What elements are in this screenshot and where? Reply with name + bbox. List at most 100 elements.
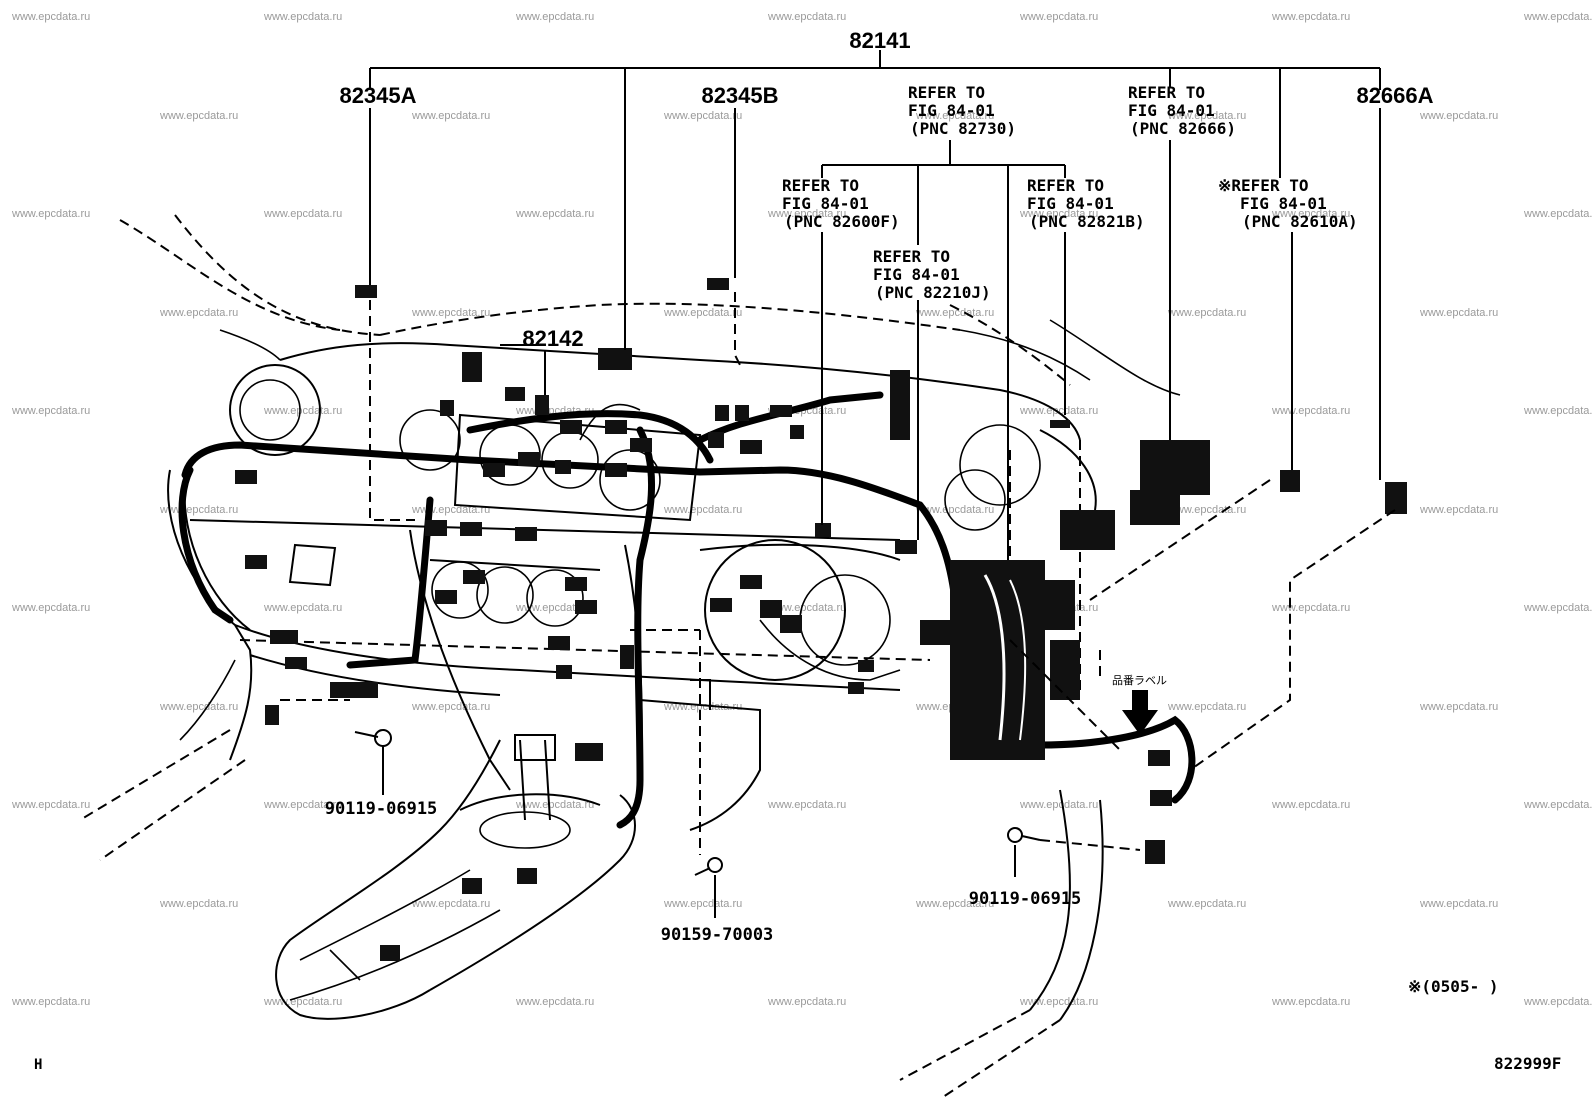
watermark-text: www.epcdata.ru bbox=[1523, 602, 1592, 614]
watermark-text: www.epcdata.ru bbox=[1419, 307, 1498, 319]
watermark-text: www.epcdata.ru bbox=[11, 602, 90, 614]
label-layer: 82141 82345A 82345B 82666A 82142 REFER T… bbox=[34, 28, 1561, 1073]
watermark-text: www.epcdata.ru bbox=[1419, 898, 1498, 910]
part-label-82141[interactable]: 82141 bbox=[849, 28, 910, 53]
refer-82666-line2[interactable]: FIG 84-01 bbox=[1128, 101, 1215, 120]
watermark-text: www.epcdata.ru bbox=[159, 307, 238, 319]
watermark-text: www.epcdata.ru bbox=[915, 504, 994, 516]
refer-82210j-line3: (PNC 82210J) bbox=[875, 283, 991, 302]
watermark-text: www.epcdata.ru bbox=[767, 208, 846, 220]
watermark-text: www.epcdata.ru bbox=[1019, 208, 1098, 220]
watermark-text: www.epcdata.ru bbox=[263, 799, 342, 811]
watermark-text: www.epcdata.ru bbox=[263, 405, 342, 417]
watermark-text: www.epcdata.ru bbox=[263, 602, 342, 614]
refer-82610a-line3: (PNC 82610A) bbox=[1242, 212, 1358, 231]
watermark-text: www.epcdata.ru bbox=[159, 110, 238, 122]
part-label-90159-70003[interactable]: 90159-70003 bbox=[661, 925, 774, 945]
corner-code-left: H bbox=[34, 1057, 42, 1073]
watermark-text: www.epcdata.ru bbox=[767, 602, 846, 614]
watermark-text: www.epcdata.ru bbox=[411, 898, 490, 910]
watermark-text: www.epcdata.ru bbox=[1019, 996, 1098, 1008]
watermark-text: www.epcdata.ru bbox=[159, 701, 238, 713]
leader-lines bbox=[280, 50, 1396, 918]
part-label-82345b[interactable]: 82345B bbox=[701, 83, 778, 108]
refer-82666-line1: REFER TO bbox=[1128, 83, 1205, 102]
part-label-82666a[interactable]: 82666A bbox=[1356, 83, 1433, 108]
watermark-text: www.epcdata.ru bbox=[1167, 898, 1246, 910]
dashboard-outline bbox=[79, 214, 1181, 1099]
refer-82730-line2[interactable]: FIG 84-01 bbox=[908, 101, 995, 120]
connector-group bbox=[235, 278, 1407, 961]
footnote-date-range: ※(0505- ) bbox=[1408, 977, 1498, 996]
watermark-text: www.epcdata.ru bbox=[1419, 504, 1498, 516]
watermark-text: www.epcdata.ru bbox=[411, 701, 490, 713]
watermark-text: www.epcdata.ru bbox=[1167, 110, 1246, 122]
refer-82600f-line1: REFER TO bbox=[782, 176, 859, 195]
refer-82666-line3: (PNC 82666) bbox=[1130, 119, 1236, 138]
watermark-text: www.epcdata.ru bbox=[915, 307, 994, 319]
watermark-text: www.epcdata.ru bbox=[915, 110, 994, 122]
watermark-text: www.epcdata.ru bbox=[767, 11, 846, 23]
part-label-82142[interactable]: 82142 bbox=[522, 326, 583, 351]
bolt-icon bbox=[1007, 827, 1041, 843]
watermark-text: www.epcdata.ru bbox=[915, 898, 994, 910]
watermark-layer: www.epcdata.ru www.epcdata.ru www.epcdata.… bbox=[11, 11, 1592, 1008]
watermark-text: www.epcdata.ru bbox=[159, 898, 238, 910]
watermark-text: www.epcdata.ru bbox=[1523, 799, 1592, 811]
watermark-text: www.epcdata.ru bbox=[11, 996, 90, 1008]
bolt-icon bbox=[354, 729, 392, 747]
watermark-text: www.epcdata.ru bbox=[411, 307, 490, 319]
watermark-text: www.epcdata.ru bbox=[663, 898, 742, 910]
figure-code: 822999F bbox=[1494, 1054, 1561, 1073]
refer-82730-line3: (PNC 82730) bbox=[910, 119, 1016, 138]
watermark-text: www.epcdata.ru bbox=[1271, 602, 1350, 614]
refer-82210j-line2[interactable]: FIG 84-01 bbox=[873, 265, 960, 284]
watermark-text: www.epcdata.ru bbox=[1271, 405, 1350, 417]
label-tag-note: 品番ラベル bbox=[1112, 674, 1167, 687]
watermark-text: www.epcdata.ru bbox=[663, 504, 742, 516]
watermark-text: www.epcdata.ru bbox=[11, 405, 90, 417]
refer-82210j-line1: REFER TO bbox=[873, 247, 950, 266]
watermark-text: www.epcdata.ru bbox=[515, 208, 594, 220]
watermark-text: www.epcdata.ru bbox=[11, 11, 90, 23]
refer-82821b-line1: REFER TO bbox=[1027, 176, 1104, 195]
watermark-text: www.epcdata.ru bbox=[1019, 405, 1098, 417]
watermark-text: www.epcdata.ru bbox=[1419, 110, 1498, 122]
refer-82610a-line1: ※REFER TO bbox=[1218, 176, 1308, 195]
watermark-text: www.epcdata.ru bbox=[11, 799, 90, 811]
refer-82600f-line2[interactable]: FIG 84-01 bbox=[782, 194, 869, 213]
watermark-text: www.epcdata.ru bbox=[1019, 799, 1098, 811]
part-label-82345a[interactable]: 82345A bbox=[339, 83, 416, 108]
refer-82821b-line3: (PNC 82821B) bbox=[1029, 212, 1145, 231]
watermark-text: www.epcdata.ru bbox=[263, 996, 342, 1008]
refer-82610a-line2[interactable]: FIG 84-01 bbox=[1240, 194, 1327, 213]
refer-82730-line1: REFER TO bbox=[908, 83, 985, 102]
watermark-text: www.epcdata.ru bbox=[11, 208, 90, 220]
watermark-text: www.epcdata.ru bbox=[515, 11, 594, 23]
watermark-text: www.epcdata.ru bbox=[1019, 11, 1098, 23]
watermark-text: www.epcdata.ru bbox=[1271, 799, 1350, 811]
watermark-text: www.epcdata.ru bbox=[767, 799, 846, 811]
watermark-text: www.epcdata.ru bbox=[767, 996, 846, 1008]
watermark-text: www.epcdata.ru bbox=[515, 996, 594, 1008]
part-label-90119-06915-right[interactable]: 90119-06915 bbox=[969, 889, 1082, 909]
watermark-text: www.epcdata.ru bbox=[1523, 996, 1592, 1008]
watermark-text: www.epcdata.ru bbox=[1271, 996, 1350, 1008]
watermark-text: www.epcdata.ru bbox=[1419, 701, 1498, 713]
watermark-text: www.epcdata.ru bbox=[411, 110, 490, 122]
watermark-text: www.epcdata.ru bbox=[1167, 307, 1246, 319]
watermark-text: www.epcdata.ru bbox=[515, 799, 594, 811]
watermark-text: www.epcdata.ru bbox=[1271, 11, 1350, 23]
refer-82600f-line3: (PNC 82600F) bbox=[784, 212, 900, 231]
watermark-text: www.epcdata.ru bbox=[263, 11, 342, 23]
watermark-text: www.epcdata.ru bbox=[663, 307, 742, 319]
watermark-text: www.epcdata.ru bbox=[1167, 701, 1246, 713]
watermark-text: www.epcdata.ru bbox=[1523, 405, 1592, 417]
watermark-text: www.epcdata.ru bbox=[1523, 208, 1592, 220]
part-label-90119-06915-left[interactable]: 90119-06915 bbox=[325, 799, 438, 819]
watermark-text: www.epcdata.ru bbox=[663, 110, 742, 122]
watermark-text: www.epcdata.ru bbox=[263, 208, 342, 220]
refer-82821b-line2[interactable]: FIG 84-01 bbox=[1027, 194, 1114, 213]
bolt-icon bbox=[694, 857, 723, 876]
